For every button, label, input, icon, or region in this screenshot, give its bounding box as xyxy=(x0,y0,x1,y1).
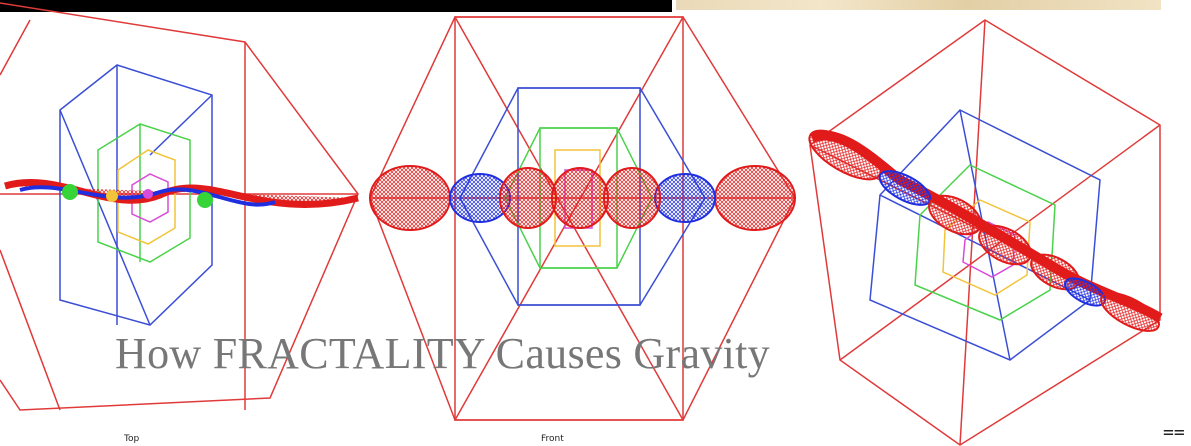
isometric-view-diagram xyxy=(802,20,1164,445)
image-title: How FRACTALITY Causes Gravity xyxy=(115,328,770,379)
trailing-text: == xyxy=(1163,422,1185,443)
view-label-front: Front xyxy=(541,434,564,444)
view-label-top: Top xyxy=(124,434,139,444)
